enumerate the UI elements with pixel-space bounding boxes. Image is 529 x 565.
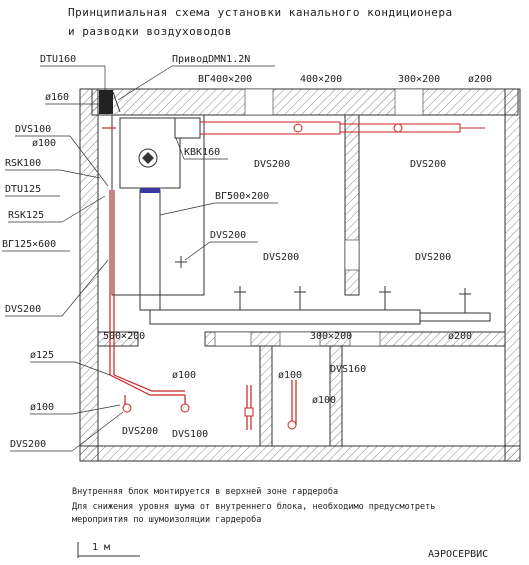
title-line-1: Принципиальная схема установки канальног…: [68, 6, 453, 19]
label-rsk125: RSK125: [8, 210, 44, 221]
label-d200-low: ø200: [448, 331, 472, 342]
company-name: АЭРОСЕРВИС: [428, 549, 488, 560]
label-rsk100: RSK100: [5, 158, 41, 169]
labels: DTU160 ПриводDMN1.2N ВГ400×200 400×200 3…: [2, 54, 492, 450]
note-line-2: Для снижения уровня шума от внутреннего …: [72, 501, 435, 512]
label-dvs200-f: DVS200: [122, 426, 158, 437]
label-d125: ø125: [30, 350, 54, 361]
label-dvs200-mid: DVS200: [254, 159, 290, 170]
door-openings: [214, 88, 424, 347]
label-d100-b: ø100: [172, 370, 196, 381]
ac-unit: [119, 117, 201, 193]
label-kvk160: KBK160: [184, 147, 220, 158]
label-dvs200-c: DVS200: [210, 230, 246, 241]
top-red-duct: [199, 121, 485, 135]
note-line-1: Внутренняя блок монтируется в верхней зо…: [72, 486, 338, 497]
label-privod: ПриводDMN1.2N: [172, 54, 250, 65]
label-duct-300x200-top: 300×200: [398, 74, 440, 85]
scale-label: 1 м: [92, 542, 110, 553]
label-dvs160: DVS160: [330, 364, 366, 375]
label-duct-500x200: 500×200: [103, 331, 145, 342]
label-d200-top: ø200: [468, 74, 492, 85]
label-duct-400x200: 400×200: [300, 74, 342, 85]
label-d160: ø160: [45, 92, 69, 103]
leader-lines: [2, 65, 278, 452]
label-dvs200-d: DVS200: [263, 252, 299, 263]
label-d100-a: ø100: [32, 138, 56, 149]
label-dvs200-left: DVS200: [5, 304, 41, 315]
scale-bar: 1 м: [77, 542, 140, 558]
label-dtu125: DTU125: [5, 184, 41, 195]
label-dtu160: DTU160: [40, 54, 76, 65]
supply-grilles: [175, 256, 471, 300]
label-dvs200-bottom: DVS200: [10, 439, 46, 450]
red-small-ducts: [102, 127, 297, 430]
intake-dtu160: [99, 90, 121, 114]
label-dvs100-a: DVS100: [15, 124, 51, 135]
diffusers: [122, 123, 403, 430]
label-d100-c: ø100: [278, 370, 302, 381]
label-vg125: ВГ125×600: [2, 239, 56, 250]
label-dvs100-b: DVS100: [172, 429, 208, 440]
label-dvs200-e: DVS200: [415, 252, 451, 263]
label-dvs200-right-top: DVS200: [410, 159, 446, 170]
label-vg500: ВГ500×200: [215, 191, 269, 202]
title-line-2: и разводки воздуховодов: [68, 25, 232, 38]
label-d100-d: ø100: [312, 395, 336, 406]
label-d100-e: ø100: [30, 402, 54, 413]
label-vg400: ВГ400×200: [198, 74, 252, 85]
note-line-3: мероприятия по шумоизоляции гардероба: [72, 514, 261, 525]
label-duct-300x200-low: 300×200: [310, 331, 352, 342]
